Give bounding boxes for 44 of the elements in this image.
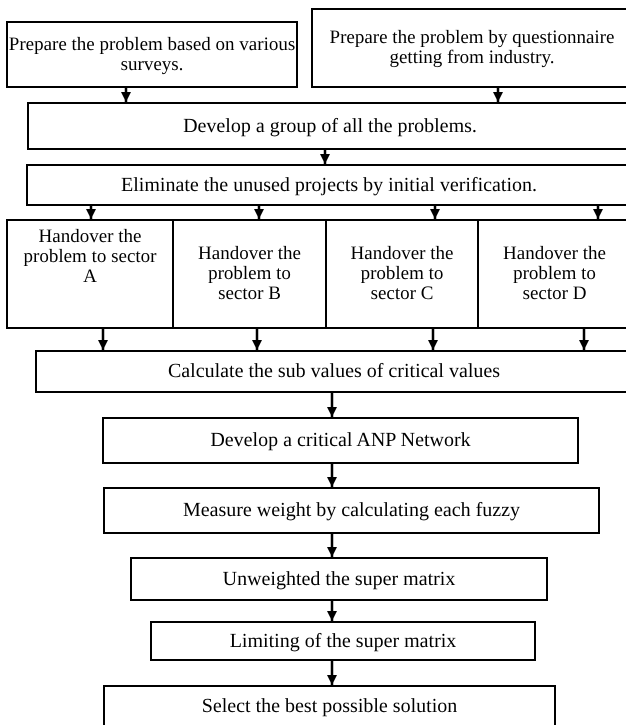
arrow (327, 661, 337, 685)
step-text: Develop a critical ANP Network (210, 430, 471, 451)
arrow (254, 206, 264, 219)
process-box (35, 350, 626, 393)
arrow (320, 150, 330, 164)
arrow (252, 329, 262, 350)
arrow (86, 206, 96, 219)
process-box (150, 621, 536, 661)
arrow (121, 88, 131, 102)
arrow (428, 329, 438, 350)
step-text: Limiting of the super matrix (230, 630, 456, 652)
arrow (430, 206, 440, 219)
arrow (493, 88, 503, 102)
process-box (103, 487, 600, 534)
arrow (327, 464, 337, 487)
arrow (593, 206, 603, 219)
process-box (27, 102, 626, 150)
step-text: Measure weight by calculating each fuzzy (182, 500, 520, 521)
arrow (98, 329, 108, 350)
step-text: Develop a group of all the problems. (183, 116, 477, 136)
process-box (130, 557, 548, 601)
process-box (172, 219, 327, 329)
step-text: Handover the problem to sector A (22, 227, 158, 287)
process-box (26, 164, 626, 206)
process-box (103, 685, 556, 725)
step-text: Handover the problem to sector B (197, 244, 302, 304)
process-box (477, 219, 626, 329)
step-text: Handover the problem to sector C (350, 244, 454, 304)
arrow (327, 393, 337, 417)
step-text: Calculate the sub values of critical values (168, 361, 500, 382)
arrow (579, 329, 589, 350)
process-box (102, 417, 579, 464)
step-text: Prepare the problem by questionnaire getting from industry. (328, 28, 616, 68)
arrow (327, 601, 337, 621)
process-box (325, 219, 479, 329)
step-text: Eliminate the unused projects by initial verification. (121, 174, 537, 196)
step-text: Unweighted the super matrix (222, 568, 456, 590)
process-box (6, 21, 298, 88)
step-text: Select the best possible solution (202, 696, 458, 716)
arrow (327, 534, 337, 557)
step-text: Prepare the problem based on various surveys. (8, 34, 296, 74)
process-box (6, 219, 174, 329)
process-box (311, 8, 626, 88)
step-text: Handover the problem to sector D (502, 244, 607, 304)
